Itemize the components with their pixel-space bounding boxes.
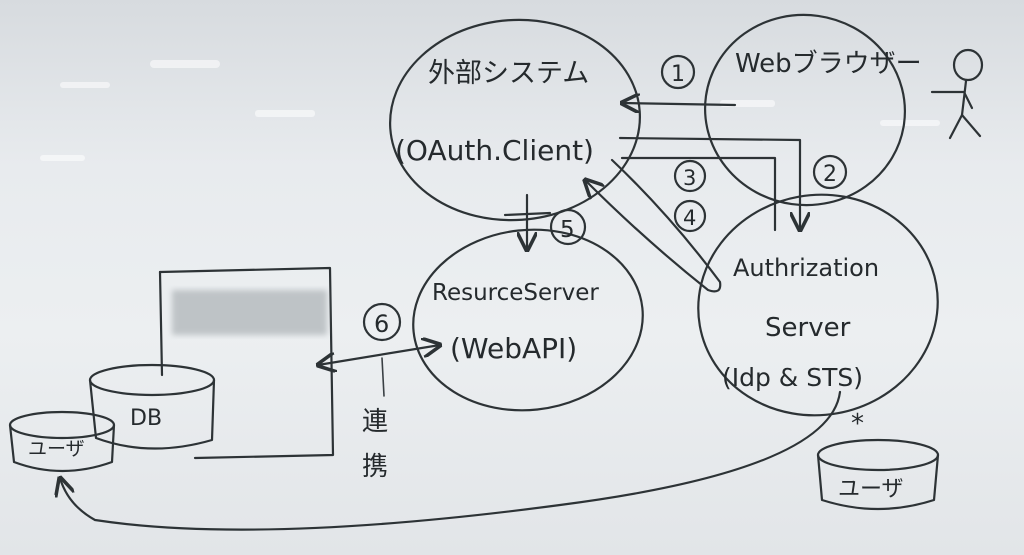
authorization-server-subtitle: Server (765, 313, 851, 343)
user-db-left-label: ユーザ (28, 438, 85, 460)
renkei-annotation-top: 連 (362, 407, 388, 437)
arrow-step-2 (618, 136, 800, 230)
resource-server-title: ResurceServer (432, 280, 599, 306)
external-system-node: 外部システム (OAuth.Client) (389, 18, 641, 222)
arrow-step-5-tick (503, 211, 552, 217)
web-browser-label: Webブラウザー (735, 49, 922, 79)
step-marker-5: 5 (549, 208, 587, 246)
arrow-user-sync (60, 390, 842, 531)
authorization-server-node: Authrization Server (Idp & STS) (697, 193, 939, 417)
step-marker-6: 6 (362, 302, 402, 342)
step-marker-2: 2 (812, 154, 848, 190)
step-marker-3: 3 (673, 159, 707, 193)
flow-arrows (60, 103, 842, 531)
authorization-server-title: Authrization (733, 254, 879, 282)
renkei-annotation-bottom: 携 (362, 452, 388, 482)
svg-text:3: 3 (683, 166, 696, 190)
resource-server-node: ResurceServer (WebAPI) (412, 228, 644, 412)
redacted-label (172, 290, 327, 335)
step-markers: 1 2 3 4 5 6 (362, 54, 848, 342)
svg-text:2: 2 (823, 162, 837, 187)
user-db-right-label: ユーザ (838, 477, 904, 502)
external-system-subtitle: (OAuth.Client) (395, 134, 594, 167)
svg-text:4: 4 (683, 206, 696, 230)
external-system-title: 外部システム (428, 58, 589, 89)
resource-server-subtitle: (WebAPI) (450, 332, 577, 365)
svg-text:5: 5 (560, 217, 575, 243)
db-label: DB (130, 406, 162, 431)
arrow-step-1 (622, 103, 737, 105)
user-db-left: ユーザ (8, 410, 116, 473)
renkei-connector (381, 357, 385, 397)
arrow-step-4 (585, 158, 722, 293)
web-browser-node: Webブラウザー (703, 13, 922, 207)
legacy-system-box (158, 266, 335, 460)
arrow-step-3 (620, 156, 777, 232)
asterisk-annotation: * (851, 409, 864, 439)
user-figure-icon (930, 48, 984, 140)
svg-text:6: 6 (374, 310, 389, 338)
arrow-step-6 (318, 345, 440, 365)
step-marker-1: 1 (660, 54, 696, 90)
svg-text:1: 1 (671, 62, 685, 87)
user-db-right: ユーザ (816, 438, 940, 511)
authorization-server-detail: (Idp & STS) (722, 363, 863, 392)
db-cylinder: DB (88, 363, 216, 450)
step-marker-4: 4 (673, 199, 707, 233)
light-reflections (40, 60, 940, 161)
